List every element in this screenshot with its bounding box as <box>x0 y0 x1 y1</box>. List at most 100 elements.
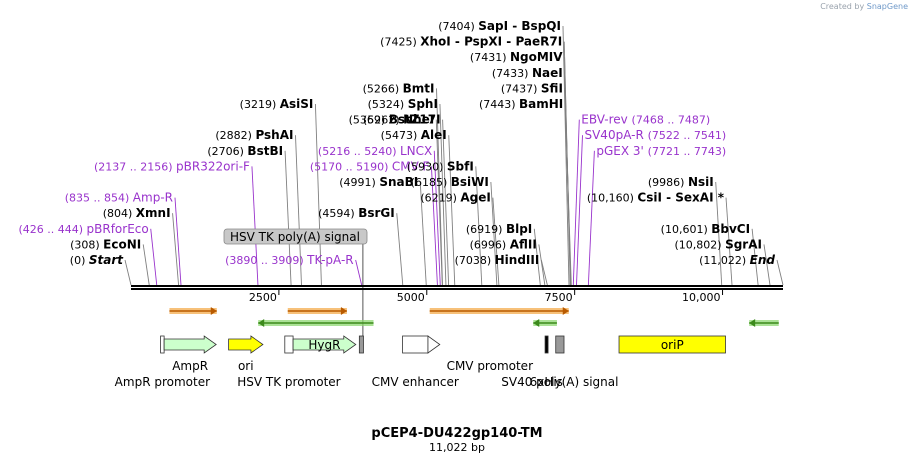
enzyme-site-bamhi[interactable]: (7443) BamHI <box>479 97 563 111</box>
enzyme-site-agei[interactable]: (6219) AgeI <box>420 191 491 205</box>
site-leader-line <box>396 213 404 286</box>
feature-ampr[interactable] <box>163 335 217 354</box>
enzyme-site-ngomiv[interactable]: (7431) NgoMIV <box>470 50 563 64</box>
feature-orip[interactable] <box>618 335 726 354</box>
site-leader-line <box>475 166 483 286</box>
enzyme-site-bmti[interactable]: (5266) BmtI <box>363 81 435 95</box>
feature-ampr-promoter[interactable] <box>160 335 165 354</box>
enzyme-site-snabi[interactable]: (4991) SnaBI <box>339 175 418 189</box>
site-leader-line <box>430 166 438 286</box>
enzyme-site-nhei[interactable]: (5262) NheI <box>363 113 434 127</box>
site-leader-line <box>442 119 450 286</box>
primer-site-pbr322orif[interactable]: (2137 .. 2156) pBR322ori-F <box>94 159 250 173</box>
site-leader-line <box>419 181 427 286</box>
enzyme-site-econi[interactable]: (308) EcoNI <box>70 237 141 251</box>
site-leader-line <box>572 119 580 286</box>
feature-label: HSV TK promoter <box>237 375 340 389</box>
scale-tick-label: 10,000 <box>682 291 721 304</box>
enzyme-site-bsrgi[interactable]: (4594) BsrGI <box>318 206 395 220</box>
site-leader-line <box>776 259 784 286</box>
feature-cmv-enhancer[interactable] <box>402 335 429 354</box>
enzyme-site-nsii[interactable]: (9986) NsiI <box>648 175 714 189</box>
feature-sv40-poly-a-signal[interactable] <box>555 335 565 354</box>
orf-arrowhead <box>258 319 265 327</box>
primer-site-ampr[interactable]: (835 .. 854) Amp-R <box>65 191 173 205</box>
site-leader-line <box>174 197 182 286</box>
site-leader-line <box>492 197 500 286</box>
site-leader-line <box>540 259 548 286</box>
site-leader-line <box>355 259 363 286</box>
enzyme-site-end[interactable]: (11,022) End <box>699 253 775 267</box>
site-leader-line <box>172 213 180 286</box>
enzyme-site-sphi[interactable]: (5324) SphI <box>368 97 438 111</box>
orf-arrowhead <box>340 307 347 315</box>
enzyme-site-sgrai[interactable]: (10,802) SgrAI <box>675 237 762 251</box>
site-leader-line <box>763 244 771 286</box>
feature-ori[interactable] <box>228 335 264 354</box>
enzyme-site-bstbi[interactable]: (2706) BstBI <box>207 144 283 158</box>
primer-site-pbrforeco[interactable]: (426 .. 444) pBRforEco <box>18 222 148 236</box>
site-leader-line <box>576 135 583 286</box>
feature-label: CMV promoter <box>447 359 534 373</box>
feature-hsv-tk-promoter[interactable] <box>284 335 294 354</box>
site-leader-line <box>150 228 158 286</box>
enzyme-site-bbvci[interactable]: (10,601) BbvCI <box>661 222 750 236</box>
enzyme-site-asisi[interactable]: (3219) AsiSI <box>240 97 314 111</box>
enzyme-site-xmni[interactable]: (804) XmnI <box>103 206 171 220</box>
feature-label: SV40 poly(A) signal <box>501 375 618 389</box>
feature-cmv-promoter[interactable] <box>427 335 441 354</box>
site-leader-line <box>538 244 546 286</box>
feature-hygr[interactable] <box>292 335 357 354</box>
enzyme-site-aflii[interactable]: (6996) AflII <box>470 237 537 251</box>
site-leader-line <box>284 150 292 286</box>
enzyme-site-sapi[interactable]: (7404) SapI - BspQI <box>438 19 561 33</box>
watermark-prefix: Created by <box>820 2 865 11</box>
enzyme-site-start[interactable]: (0) Start <box>70 253 124 267</box>
site-leader-line <box>433 150 441 286</box>
primer-site-cmvf[interactable]: (5170 .. 5190) CMV-F <box>310 159 430 173</box>
feature-label: AmpR promoter <box>115 375 210 389</box>
primer-site-lncx[interactable]: (5216 .. 5240) LNCX <box>318 144 432 158</box>
enzyme-site-xhoi[interactable]: (7425) XhoI - PspXI - PaeR7I <box>380 35 562 49</box>
watermark-brand: SnapGene <box>866 2 908 11</box>
callout-layer: HSV TK poly(A) signal <box>223 228 368 350</box>
enzyme-site-sfii[interactable]: (7437) SfiI <box>501 81 563 95</box>
feature-label: CMV enhancer <box>372 375 459 389</box>
enzyme-site-blpi[interactable]: (6919) BlpI <box>466 222 532 236</box>
callout-box[interactable] <box>223 228 368 245</box>
feature-6xhis[interactable] <box>544 335 549 354</box>
primer-site-pgex[interactable]: pGEX 3' (7721 .. 7743) <box>596 144 726 158</box>
snapgene-watermark: Created by SnapGene <box>820 2 908 11</box>
primer-site-sv40par[interactable]: SV40pA-R (7522 .. 7541) <box>584 128 726 142</box>
site-leader-line <box>587 150 595 286</box>
callout-label: HSV TK poly(A) signal <box>230 230 360 244</box>
site-leader-line <box>436 88 443 286</box>
feature-terminator[interactable] <box>358 335 364 354</box>
enzyme-site-pshai[interactable]: (2882) PshAI <box>215 128 293 142</box>
site-leader-line <box>448 135 456 286</box>
enzyme-site-csii[interactable]: (10,160) CsiI - SexAI * <box>587 191 725 205</box>
feature-label: HygR <box>308 338 340 352</box>
site-leader-line <box>751 228 759 286</box>
site-leader-line <box>124 259 132 286</box>
enzyme-site-naei[interactable]: (7433) NaeI <box>492 66 563 80</box>
enzyme-site-sbfi[interactable]: (5930) SbfI <box>407 159 474 173</box>
site-leader-line <box>562 25 570 286</box>
enzyme-site-bstz17i[interactable]: (5369) BstZ17I <box>349 113 441 127</box>
scale-tick-label: 7500 <box>545 291 573 304</box>
site-leader-line <box>295 135 302 286</box>
orf-arrowhead <box>562 307 569 315</box>
scale-tick-label: 5000 <box>397 291 425 304</box>
primer-site-ebvrev[interactable]: EBV-rev (7468 .. 7487) <box>581 113 710 127</box>
primer-site-tkpar[interactable]: (3890 .. 3909) TK-pA-R <box>225 253 354 267</box>
map-subtitle: 11,022 bp <box>429 441 485 454</box>
site-leader-line <box>715 181 723 286</box>
map-title: pCEP4-DU422gp140-TM <box>371 426 542 441</box>
enzyme-site-bsiwi[interactable]: (6185) BsiWI <box>411 175 489 189</box>
enzyme-site-alei[interactable]: (5473) AleI <box>381 128 447 142</box>
site-leader-line <box>439 103 447 286</box>
enzyme-site-hindiii[interactable]: (7038) HindIII <box>455 253 540 267</box>
